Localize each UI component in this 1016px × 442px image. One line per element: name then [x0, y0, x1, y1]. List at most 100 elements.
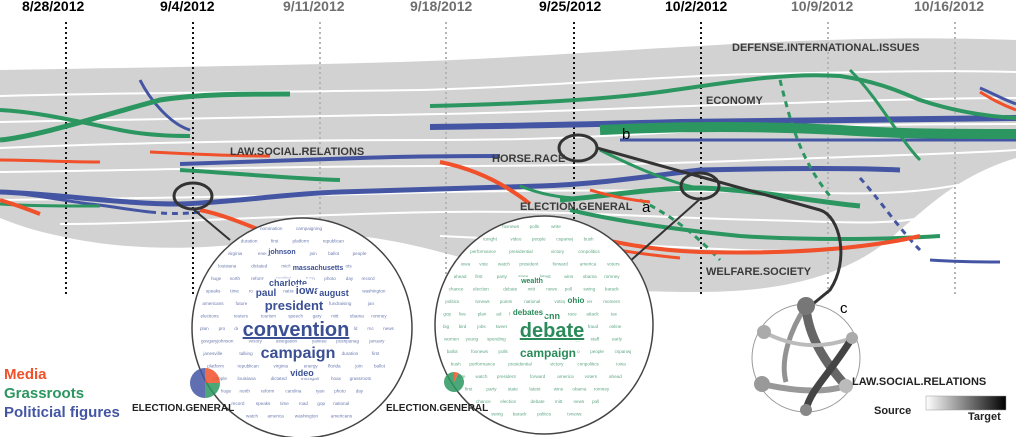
cloud-word: people: [532, 237, 546, 242]
cloud-keyword: paul: [256, 288, 277, 299]
cloud-word: cspanwj: [556, 237, 573, 242]
cloud-word: americans: [202, 301, 224, 306]
cloud-word: debate: [503, 287, 517, 292]
cloud-word: people: [590, 349, 604, 354]
cloud-word: virginia: [228, 251, 243, 256]
cloud-word: north: [240, 389, 251, 394]
cloud-word: delegation: [276, 339, 298, 344]
date-label-3: 9/11/2012: [283, 0, 345, 14]
politician-streams: [0, 79, 1016, 264]
date-label-1: 8/28/2012: [22, 0, 85, 14]
cloud-word: michigan: [301, 376, 320, 381]
cloud-word: early: [612, 337, 623, 342]
cloud-word: tweet: [496, 324, 508, 329]
cloud-word: romney: [594, 387, 610, 392]
cloud-word: mitt: [528, 287, 536, 292]
cloud-word: hoax: [331, 376, 342, 381]
cloud-right-caption: ELECTION.GENERAL: [386, 403, 489, 414]
cloud-word: performance: [469, 362, 495, 367]
cloud-word: rnc: [367, 326, 374, 331]
cloud-word: record: [362, 276, 375, 281]
target-label: Target: [968, 411, 1001, 423]
cloud-word: duration: [342, 351, 359, 356]
cloud-word: big: [443, 324, 450, 329]
cloud-keyword: video: [290, 368, 314, 378]
cloud-word: latest: [540, 274, 552, 279]
cloud-word: florida: [328, 364, 341, 369]
cloud-word: watch: [246, 414, 258, 419]
cloud-word: campaigning: [296, 226, 322, 231]
cloud-word: nomination: [260, 226, 283, 231]
pie-slice-media: [205, 368, 220, 383]
cloud-word: jobs: [476, 324, 486, 329]
date-label-7: 10/9/2012: [791, 0, 854, 14]
cloud-word: pushpanag: [336, 339, 359, 344]
cloud-word: americans: [331, 414, 353, 419]
cloud-word: tvnews: [475, 299, 490, 304]
cloud-word: mitt: [331, 314, 339, 319]
cloud-word: january: [368, 339, 385, 344]
cloud-word: watch: [475, 374, 487, 379]
cloud-word: ad: [496, 312, 502, 317]
cloud-word: ahead: [609, 374, 622, 379]
cloud-word: state: [518, 274, 528, 279]
cloud-word: record: [231, 401, 244, 406]
cloud-word: jan: [367, 301, 375, 306]
cloud-keyword: wealth: [520, 278, 543, 285]
cloud-word: presidential: [508, 362, 532, 367]
cloud-word: young: [466, 337, 479, 342]
cloud-word: polls: [498, 349, 508, 354]
cloud-word: politics: [537, 412, 552, 417]
cloud-word: news: [546, 287, 557, 292]
pie-slice-politicians: [190, 368, 205, 398]
cloud-word: ballot: [374, 364, 386, 369]
cloud-word: foxnews: [502, 224, 520, 229]
cloud-word: wins: [554, 387, 564, 392]
cloud-word: voters: [585, 374, 598, 379]
cloud-word: photo: [324, 276, 336, 281]
cloud-word: cnnpolitics: [578, 249, 600, 254]
cloud-word: bird: [459, 324, 467, 329]
cloud-word: swing: [583, 287, 595, 292]
cloud-word: chance: [476, 399, 491, 404]
cloud-word: poll: [592, 399, 599, 404]
transition-topic-label: LAW.SOCIAL.RELATIONS: [852, 376, 987, 388]
topic-economy: ECONOMY: [706, 95, 763, 107]
cloud-word: victory: [249, 339, 263, 344]
cloud-word: barack: [605, 287, 619, 292]
cloud-word: national: [283, 289, 299, 294]
cloud-word: spending: [487, 337, 506, 342]
cloud-word: reuters: [234, 314, 249, 319]
cloud-word: ballot: [328, 251, 340, 256]
cloud-word: obama: [583, 274, 597, 279]
cloud-word: party: [486, 387, 497, 392]
cloud-word: louisiana: [218, 264, 237, 269]
cloud-word: tourism: [261, 314, 276, 319]
cloud-word: write: [551, 224, 561, 229]
topic-law: LAW.SOCIAL.RELATIONS: [230, 146, 365, 158]
cloud-word: gary: [313, 314, 323, 319]
cloud-word: time: [280, 401, 289, 406]
cloud-word: dictated: [271, 376, 288, 381]
cloud-word: ryan: [316, 389, 325, 394]
cloud-word: republican: [238, 364, 260, 369]
cloud-word: obama: [572, 387, 586, 392]
cloud-word: dictated: [251, 264, 268, 269]
cloud-word: first: [271, 239, 279, 244]
cloud-word: latest: [529, 387, 541, 392]
cloud-word: news: [383, 326, 394, 331]
cloud-word: politics: [445, 299, 460, 304]
cloud-word: time: [230, 289, 239, 294]
cloud-word: mitt: [555, 399, 563, 404]
cloud-word: forward: [530, 374, 546, 379]
cloud-word: reform: [261, 389, 274, 394]
annotation-b: b: [622, 126, 631, 143]
topic-welfare: WELFARE.SOCIETY: [706, 266, 812, 278]
cloud-word: janesville: [202, 351, 222, 356]
cloud-word: romney: [604, 274, 620, 279]
cloud-word: victory: [551, 249, 565, 254]
cloud-keyword: debates: [513, 308, 544, 317]
legend-media: Media: [4, 366, 47, 383]
cloud-word: election: [473, 287, 489, 292]
